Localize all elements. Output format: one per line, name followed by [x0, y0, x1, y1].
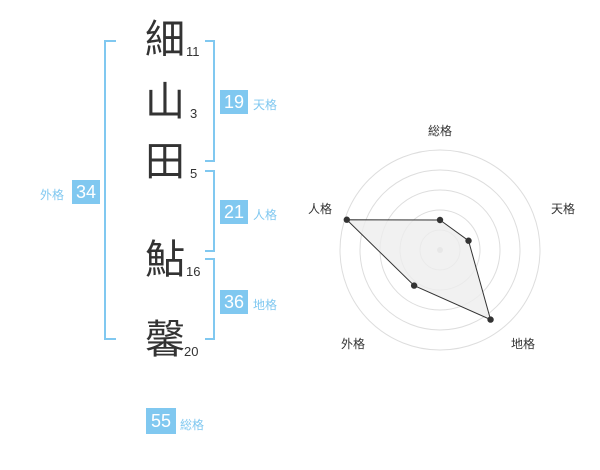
jinkaku-label: 人格	[253, 208, 278, 222]
soukaku-label: 総格	[180, 418, 205, 432]
radar-polygon	[345, 219, 492, 321]
chikaku-bracket	[205, 258, 215, 340]
name-char-3: 田	[145, 139, 185, 185]
tenkaku-bracket	[205, 40, 215, 162]
name-char-4: 鮎	[145, 237, 185, 283]
gaikaku-label: 外格	[40, 188, 65, 202]
name-char-1: 細	[145, 17, 185, 63]
name-char-5: 馨	[145, 317, 185, 363]
radar-point-4	[410, 282, 418, 289]
radar-label-jinkaku: 人格	[308, 202, 333, 216]
chikaku-label: 地格	[253, 298, 278, 312]
gaikaku-bracket	[104, 40, 116, 340]
tenkaku-value: 19	[220, 90, 248, 114]
stroke-count-1: 11	[186, 44, 200, 59]
stroke-count-5: 20	[184, 344, 199, 359]
radar-point-1	[436, 216, 444, 224]
radar-point-3	[487, 316, 494, 323]
radar-label-chikaku: 地格	[511, 337, 536, 351]
radar-grid-ring-5	[339, 149, 541, 351]
jinkaku-bracket	[205, 170, 215, 252]
name-char-2: 山	[145, 79, 185, 125]
stroke-count-4: 16	[186, 264, 201, 279]
gaikaku-value: 34	[72, 180, 100, 204]
jinkaku-value: 21	[220, 200, 248, 224]
tenkaku-label: 天格	[253, 98, 278, 112]
radar-point-5	[343, 216, 350, 223]
chikaku-value: 36	[220, 290, 248, 314]
radar-point-2	[465, 237, 472, 244]
soukaku-value: 55	[146, 408, 176, 434]
radar-label-soukaku: 総格	[428, 124, 453, 138]
radar-grid-ring-4	[359, 169, 521, 331]
stroke-count-3: 5	[190, 166, 198, 181]
radar-label-gaikaku: 外格	[341, 337, 366, 351]
radar-label-tenkaku: 天格	[551, 202, 576, 216]
stroke-count-2: 3	[190, 106, 198, 121]
